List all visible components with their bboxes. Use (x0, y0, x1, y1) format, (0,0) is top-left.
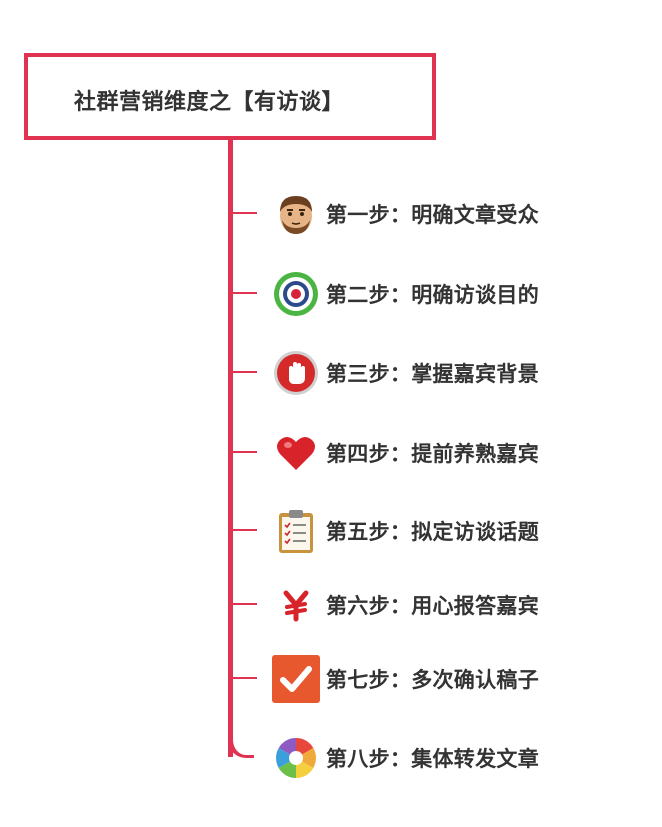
step-item-1[interactable]: 第一步：明确文章受众 (272, 190, 539, 238)
step-item-8[interactable]: 第八步：集体转发文章 (272, 734, 539, 782)
step-item-3[interactable]: 第三步：掌握嘉宾背景 (272, 349, 539, 397)
step-label-6: 第六步：用心报答嘉宾 (326, 594, 539, 618)
branch-line (231, 451, 257, 453)
step-label-7: 第七步：多次确认稿子 (326, 668, 539, 692)
root-title: 社群营销维度之【有访谈】 (74, 90, 345, 115)
main-connector-line (228, 140, 233, 757)
branch-line (231, 292, 257, 294)
step-item-4[interactable]: 第四步：提前养熟嘉宾 (272, 429, 539, 477)
step-item-6[interactable]: 第六步：用心报答嘉宾 (272, 581, 539, 629)
step-label-4: 第四步：提前养熟嘉宾 (326, 442, 539, 466)
clipboard-icon (272, 507, 320, 555)
step-label-3: 第三步：掌握嘉宾背景 (326, 362, 539, 386)
step-item-5[interactable]: 第五步：拟定访谈话题 (272, 507, 539, 555)
branch-line (231, 529, 257, 531)
step-label-1: 第一步：明确文章受众 (326, 203, 539, 227)
step-label-8: 第八步：集体转发文章 (326, 747, 539, 771)
target-icon (272, 270, 320, 318)
branch-line (231, 212, 257, 214)
connector-end-curve (228, 736, 254, 758)
yen-icon (272, 581, 320, 629)
step-item-2[interactable]: 第二步：明确访谈目的 (272, 270, 539, 318)
branch-line (231, 677, 257, 679)
man-face-icon (272, 190, 320, 238)
step-label-2: 第二步：明确访谈目的 (326, 283, 539, 307)
branch-line (231, 371, 257, 373)
color-wheel-icon (272, 734, 320, 782)
step-item-7[interactable]: 第七步：多次确认稿子 (272, 655, 539, 703)
root-topic[interactable]: 社群营销维度之【有访谈】 (24, 53, 436, 140)
stop-hand-icon (272, 349, 320, 397)
branch-line (231, 603, 257, 605)
step-label-5: 第五步：拟定访谈话题 (326, 520, 539, 544)
checkmark-icon (272, 655, 320, 703)
heart-icon (272, 429, 320, 477)
